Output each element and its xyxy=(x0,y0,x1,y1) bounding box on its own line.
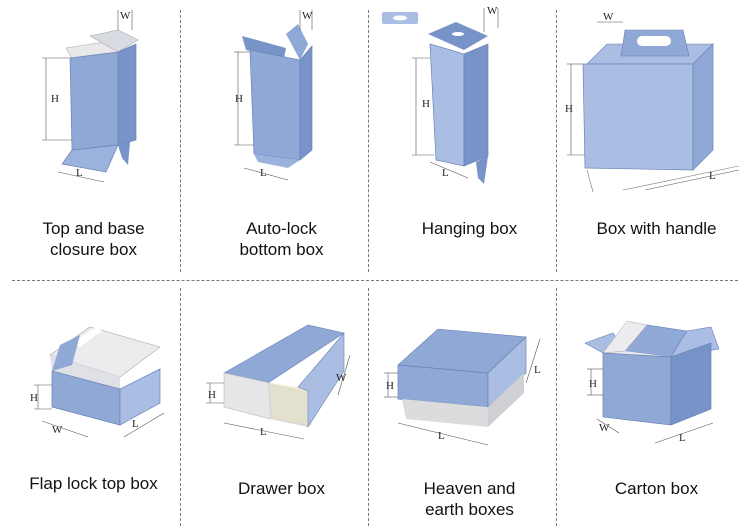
auto-lock-bottom-box-icon: W H L xyxy=(234,10,313,181)
top-and-base-closure-box-icon: W H L xyxy=(42,10,139,183)
box-type-label: Carton box xyxy=(614,479,699,498)
box-type-label: Hanging box xyxy=(421,219,518,238)
drawer-box-icon: H W L xyxy=(206,324,351,440)
flap-lock-top-box-icon: H W L xyxy=(30,326,165,438)
height-label: H xyxy=(51,93,59,105)
length-label: L xyxy=(132,418,139,430)
width-label: W xyxy=(302,10,313,22)
width-label: W xyxy=(120,10,131,22)
divider-vertical xyxy=(368,10,369,272)
height-label: H xyxy=(30,392,38,404)
length-label: L xyxy=(709,170,716,182)
box-type-card: H W L Flap lock top box xyxy=(0,285,187,530)
length-label: L xyxy=(260,426,267,438)
divider-vertical xyxy=(180,10,181,272)
width-label: W xyxy=(336,372,347,384)
carton-box-icon: H W L xyxy=(584,320,720,444)
length-label: L xyxy=(679,432,686,444)
width-label: W xyxy=(487,5,498,17)
box-type-label: Flap lock top box xyxy=(29,474,158,493)
divider-vertical xyxy=(556,10,557,272)
width-label: W xyxy=(599,422,610,434)
box-type-label: Drawer box xyxy=(238,479,325,498)
width-label: W xyxy=(603,11,614,23)
box-with-handle-icon: W H L xyxy=(565,11,740,193)
box-type-label: Box with handle xyxy=(596,219,717,238)
width-label: L xyxy=(534,364,541,376)
divider-vertical xyxy=(368,288,369,526)
box-type-card: H W L Carton box xyxy=(563,285,750,530)
height-label: H xyxy=(565,103,573,115)
height-label: H xyxy=(589,378,597,390)
box-type-card: H W L Drawer box xyxy=(188,285,375,530)
width-label: W xyxy=(52,424,63,436)
divider-vertical xyxy=(180,288,181,526)
box-type-card: W H L Box with handle xyxy=(563,0,750,275)
length-label: L xyxy=(438,430,445,442)
length-label: L xyxy=(442,167,449,179)
height-label: H xyxy=(208,389,216,401)
height-label: H xyxy=(235,93,243,105)
length-label: L xyxy=(260,167,267,179)
box-type-card: W H L Hanging box xyxy=(376,0,563,275)
heaven-and-earth-box-icon: H L L xyxy=(384,328,541,446)
divider-horizontal xyxy=(12,280,738,281)
length-label: L xyxy=(76,167,83,179)
height-label: H xyxy=(386,380,394,392)
divider-vertical xyxy=(556,288,557,526)
hanging-box-icon: W H L xyxy=(382,5,499,184)
height-label: H xyxy=(422,98,430,110)
